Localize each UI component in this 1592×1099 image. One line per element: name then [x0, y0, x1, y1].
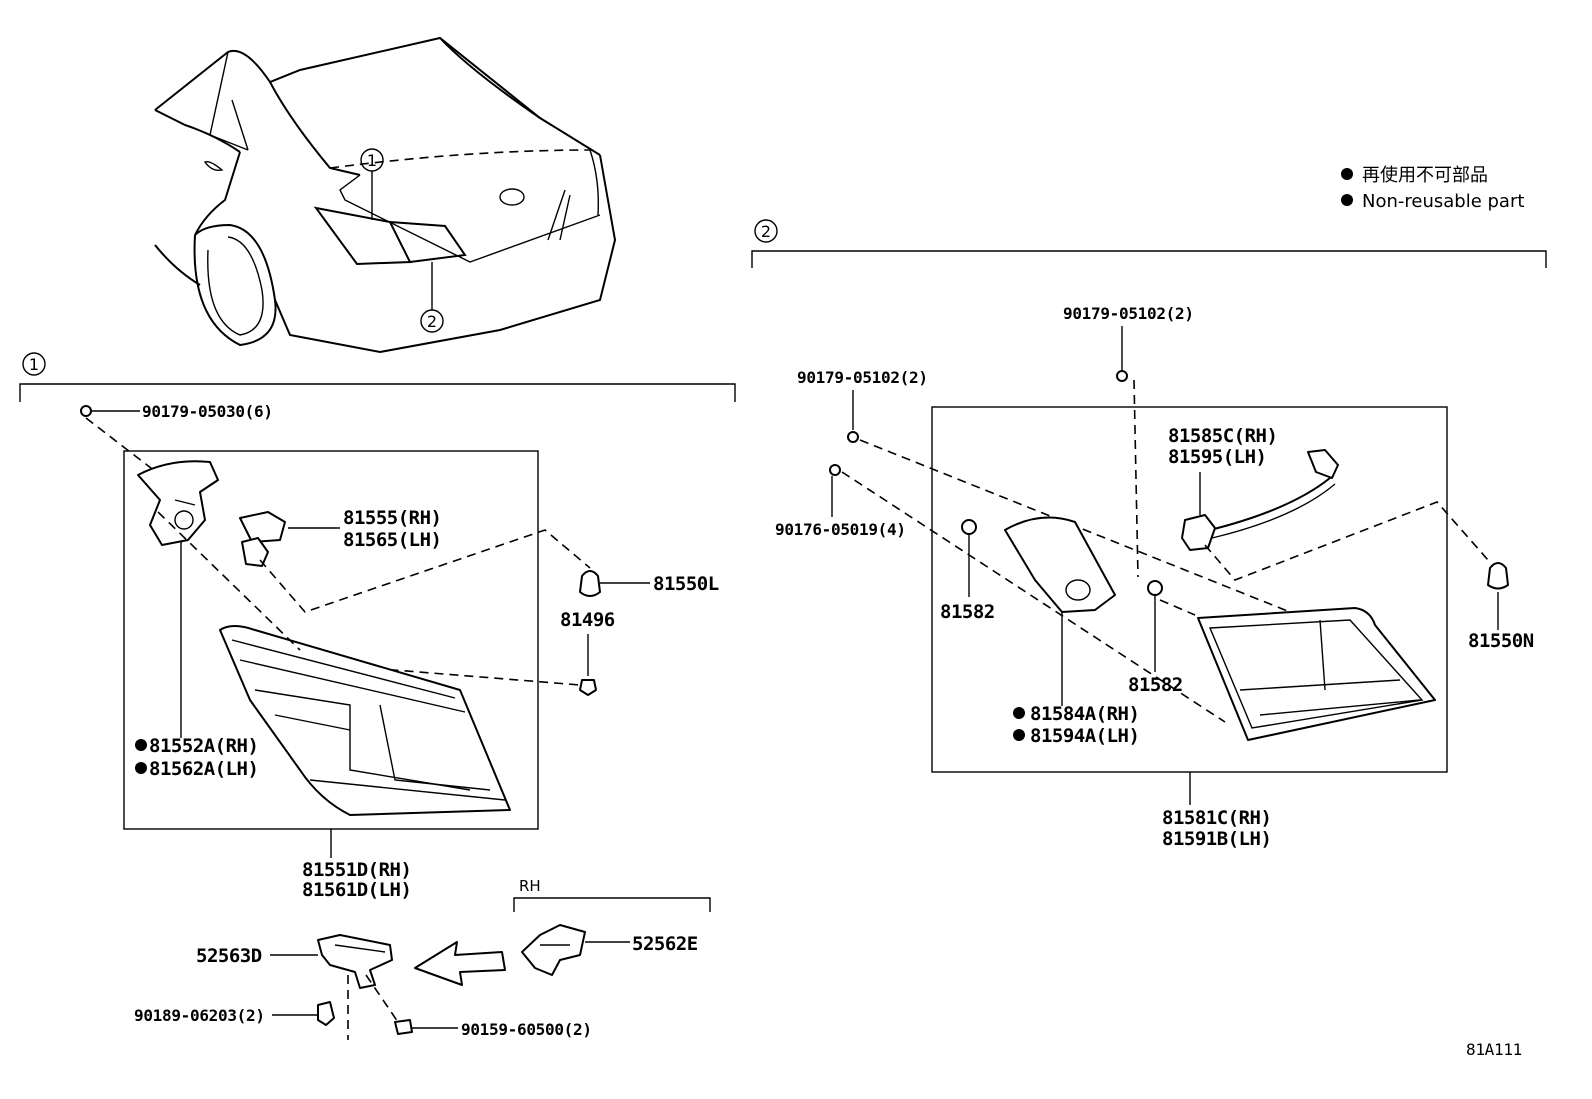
- part-81584a-rh: 81584A(RH): [1030, 703, 1139, 725]
- callout-2-car: 2: [427, 312, 437, 331]
- legend-english: Non-reusable part: [1362, 191, 1524, 212]
- non-reusable-dot-icon: [1341, 168, 1353, 180]
- non-reusable-dot-icon: [135, 739, 147, 751]
- part-81582-right: 81582: [1128, 674, 1183, 696]
- non-reusable-dot-icon: [1013, 707, 1025, 719]
- screw-icon: [394, 1019, 458, 1035]
- car-rear-illustration: [154, 36, 617, 354]
- plug-icon: [1147, 580, 1163, 596]
- bolt-icon: [272, 1001, 335, 1026]
- part-90159-60500: 90159-60500(2): [461, 1020, 592, 1039]
- rh-label: RH: [519, 877, 541, 895]
- outer-tail-lamp-icon: [219, 625, 511, 816]
- non-reusable-dot-icon: [135, 762, 147, 774]
- plug-icon: [961, 519, 977, 535]
- clip-icon: [579, 679, 597, 696]
- part-81561d-lh: 81561D(LH): [302, 879, 411, 901]
- callout-1-car: 1: [367, 151, 377, 170]
- part-81595-lh: 81595(LH): [1168, 446, 1266, 468]
- non-reusable-dot-icon: [1341, 194, 1353, 206]
- part-52562e: 52562E: [632, 933, 698, 955]
- inner-tail-lamp-icon: [1197, 607, 1436, 741]
- part-81550l: 81550L: [653, 573, 719, 595]
- part-81555-rh: 81555(RH): [343, 507, 441, 529]
- part-81550n: 81550N: [1468, 630, 1534, 652]
- nut-icon: [847, 431, 859, 443]
- part-81552a-rh: 81552A(RH): [149, 735, 258, 757]
- lamp-gasket-icon: [137, 460, 219, 546]
- legend-japanese: 再使用不可部品: [1362, 165, 1488, 186]
- section-2-marker: 2: [761, 222, 771, 241]
- part-81585c-rh: 81585C(RH): [1168, 425, 1277, 447]
- part-90179-05102-left: 90179-05102(2): [797, 368, 928, 387]
- part-90179-05102-top: 90179-05102(2): [1063, 304, 1194, 323]
- bracket-icon: [317, 934, 393, 989]
- nut-icon: [1116, 370, 1128, 382]
- figure-id: 81A111: [1466, 1040, 1522, 1059]
- part-90176-05019: 90176-05019(4): [775, 520, 906, 539]
- nut-icon: [829, 464, 841, 476]
- non-reusable-dot-icon: [1013, 729, 1025, 741]
- section-1-marker: 1: [29, 355, 39, 374]
- bracket-rh-icon: [521, 924, 586, 976]
- part-90179-05030: 90179-05030(6): [142, 402, 273, 421]
- nut-icon: [80, 405, 140, 417]
- part-81591b-lh: 81591B(LH): [1162, 828, 1271, 850]
- part-81582-left: 81582: [940, 601, 995, 623]
- part-81496: 81496: [560, 609, 615, 631]
- bulb-socket-wire-icon: [1181, 449, 1339, 551]
- lamp-gasket-icon: [1004, 516, 1116, 613]
- direction-arrow-icon: [414, 941, 506, 986]
- bulb-icon: [579, 570, 650, 597]
- section-2-bracket-line: [751, 250, 1547, 268]
- part-81594a-lh: 81594A(LH): [1030, 725, 1139, 747]
- part-81562a-lh: 81562A(LH): [149, 758, 258, 780]
- part-90189-06203: 90189-06203(2): [134, 1006, 265, 1025]
- part-81565-lh: 81565(LH): [343, 529, 441, 551]
- part-81581c-rh: 81581C(RH): [1162, 807, 1271, 829]
- part-52563d: 52563D: [196, 945, 262, 967]
- part-81551d-rh: 81551D(RH): [302, 859, 411, 881]
- bulb-icon: [1487, 562, 1509, 590]
- section-1-bracket-line: [19, 383, 736, 402]
- bulb-socket-icon: [239, 511, 286, 567]
